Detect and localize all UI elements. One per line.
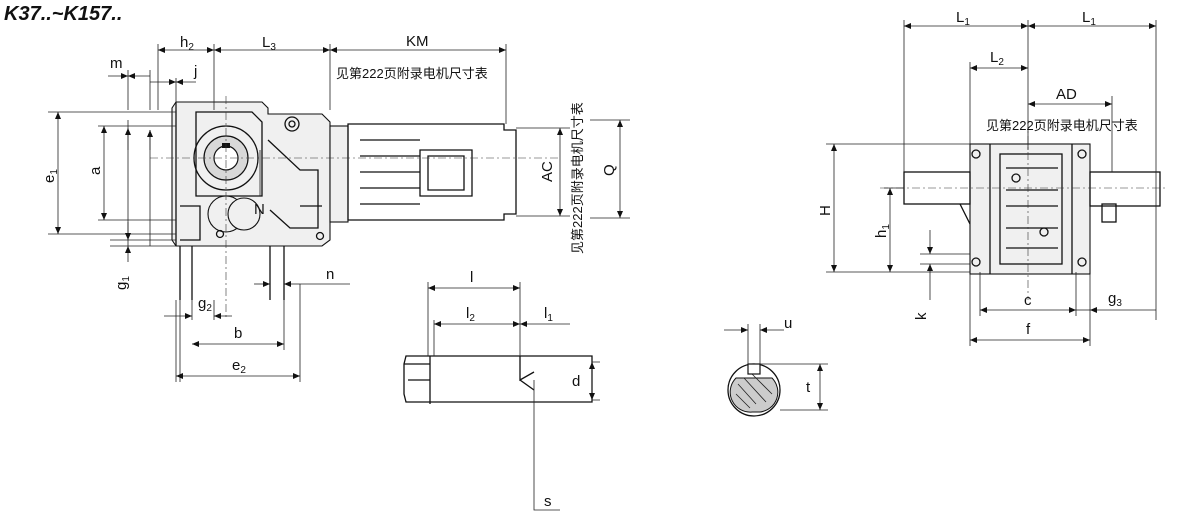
dim-g3: g3 <box>1108 290 1122 309</box>
dim-l2: l2 <box>466 305 475 324</box>
dim-m: m <box>110 55 123 72</box>
motor-note-side: 见第222页附录电机尺寸表 <box>570 102 585 254</box>
dim-g1: g1 <box>113 276 132 290</box>
dim-L1-left: L1 <box>956 9 970 28</box>
dim-j: j <box>193 63 197 80</box>
dim-g2: g2 <box>198 295 212 314</box>
dim-N: N <box>254 201 265 218</box>
side-view-dimensions: h2 L3 KM 见第222页附录电机尺寸表 m j e1 a N AC 见第2… <box>41 33 630 382</box>
gearbox-front-view <box>880 120 1168 300</box>
motor-note-top: 见第222页附录电机尺寸表 <box>336 66 488 81</box>
motor-note-front: 见第222页附录电机尺寸表 <box>986 118 1138 133</box>
dim-u: u <box>784 315 792 332</box>
dim-KM: KM <box>406 33 429 50</box>
dim-n: n <box>326 266 334 283</box>
dim-AD: AD <box>1056 86 1077 103</box>
dim-Q: Q <box>601 164 618 176</box>
dim-b: b <box>234 325 242 342</box>
dim-L2: L2 <box>990 49 1004 68</box>
shaft-key-detail: l l2 l1 d s <box>403 269 600 511</box>
dim-e2: e2 <box>232 357 246 376</box>
gearbox-side-view <box>150 96 560 320</box>
dim-L3: L3 <box>262 34 276 53</box>
dim-h1: h1 <box>873 224 892 238</box>
dim-L1-right: L1 <box>1082 9 1096 28</box>
dim-e1: e1 <box>41 169 60 183</box>
dim-AC: AC <box>539 161 556 182</box>
drawing-title: K37..~K157.. <box>4 3 122 25</box>
shaft-cross-section: u t <box>724 315 828 417</box>
dim-s: s <box>544 493 552 510</box>
dim-h2: h2 <box>180 34 194 53</box>
dim-k: k <box>913 312 930 320</box>
front-view-dimensions: L1 L1 L2 AD 见第222页附录电机尺寸表 H h1 k c g3 f <box>817 9 1157 346</box>
dim-t: t <box>806 379 811 396</box>
dim-H: H <box>817 205 834 216</box>
dim-d: d <box>572 373 580 390</box>
dim-l1: l1 <box>544 305 553 324</box>
dim-l: l <box>470 269 473 286</box>
dim-f: f <box>1026 321 1031 338</box>
dim-a: a <box>87 166 104 175</box>
dim-c: c <box>1024 292 1032 309</box>
